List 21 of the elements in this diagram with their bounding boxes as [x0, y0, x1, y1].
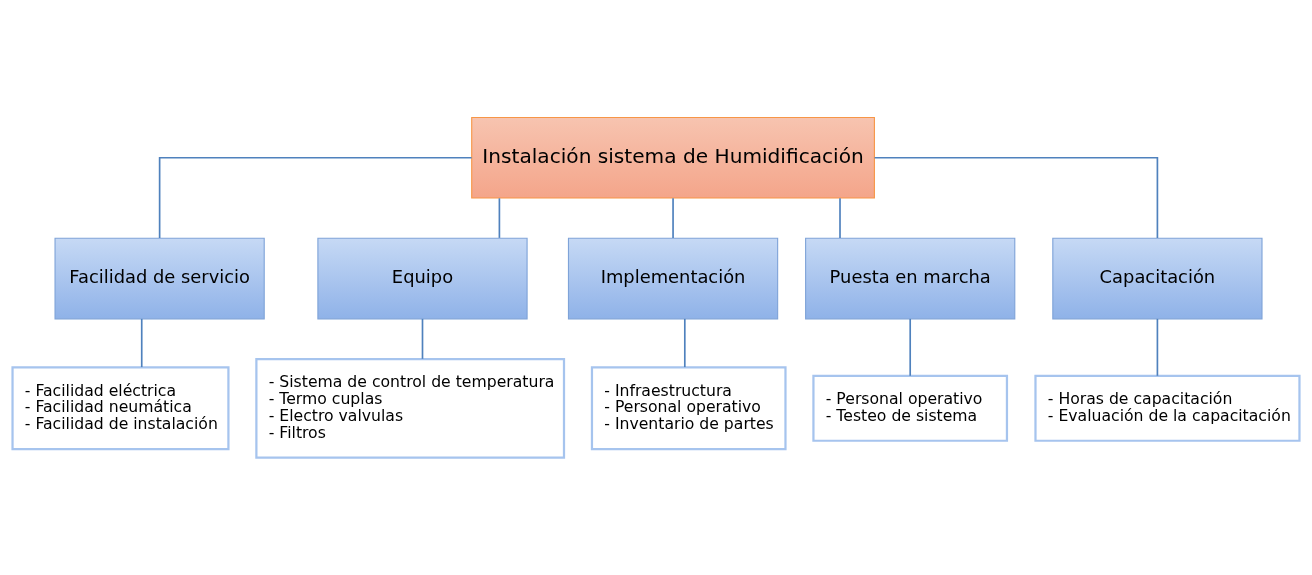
node-box: Facilidad de servicio [54, 237, 265, 320]
connector [1156, 318, 1159, 377]
connector [683, 318, 686, 368]
node-box: Equipo [317, 237, 528, 320]
node-box: - Horas de capacitación - Evaluación de la capacitación [1034, 374, 1301, 442]
node-box: Implementación [567, 237, 779, 320]
connector [158, 156, 473, 239]
connector [873, 156, 1159, 239]
node-box: - Infraestructura - Personal operativo - Inventario de partes [590, 366, 787, 451]
node-box: Capacitación [1052, 237, 1263, 320]
connector [909, 318, 912, 377]
node-box: - Facilidad eléctrica - Facilidad neumática - Facilidad de instalación [11, 366, 230, 451]
connector [140, 318, 143, 368]
node-box: - Personal operativo - Testeo de sistema [812, 374, 1009, 442]
node-box: Instalación sistema de Humidificación [471, 116, 875, 199]
node-box: Puesta en marcha [805, 237, 1016, 320]
connector [839, 197, 841, 239]
connector [672, 197, 674, 239]
connector [421, 318, 424, 360]
node-box: - Sistema de control de temperatura - Termo cuplas - Electro valvulas - Filtros [255, 357, 566, 459]
connector [498, 197, 501, 239]
